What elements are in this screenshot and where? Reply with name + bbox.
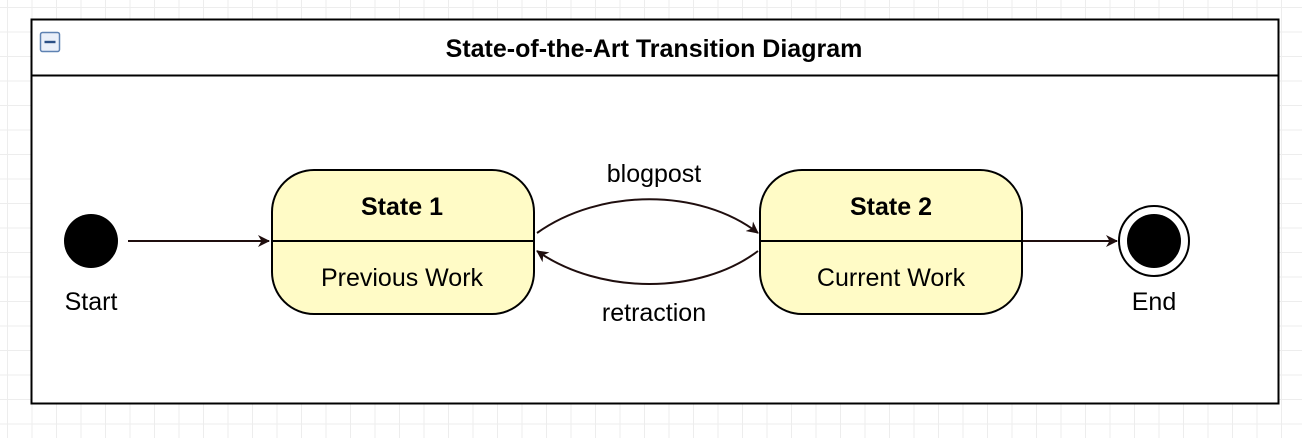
start-node[interactable] — [64, 214, 118, 268]
diagram-title: State-of-the-Art Transition Diagram — [446, 35, 863, 63]
start-label: Start — [65, 288, 118, 316]
transition-label-retraction: retraction — [602, 299, 706, 327]
state-2[interactable]: State 2 Current Work — [759, 169, 1023, 315]
end-node[interactable] — [1118, 205, 1190, 277]
transition-retraction[interactable] — [536, 250, 759, 285]
state-2-description: Current Work — [817, 264, 966, 292]
state-1-title: State 1 — [361, 193, 443, 221]
transition-blogpost[interactable] — [536, 198, 759, 234]
state-2-title: State 2 — [850, 193, 932, 221]
transition-label-blogpost: blogpost — [607, 160, 702, 188]
collapse-minus-icon[interactable] — [39, 31, 61, 53]
state-1[interactable]: State 1 Previous Work — [271, 169, 535, 315]
state-1-description: Previous Work — [321, 264, 484, 292]
diagram-container[interactable] — [30, 18, 1280, 405]
end-label: End — [1132, 288, 1176, 316]
